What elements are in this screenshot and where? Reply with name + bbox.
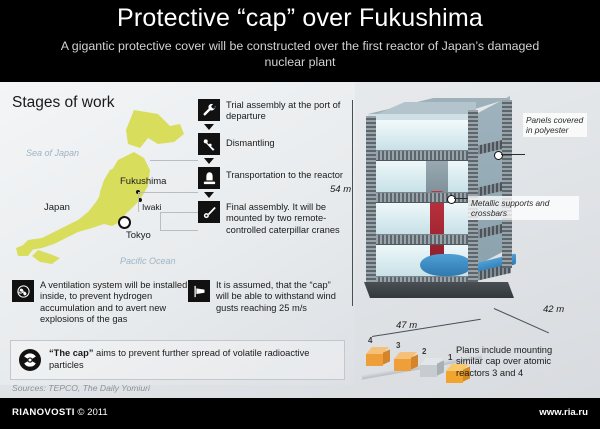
reactor-vessel-top — [426, 158, 448, 194]
map-marker-tokyo — [118, 216, 131, 229]
page-subtitle: A gigantic protective cover will be cons… — [60, 39, 540, 69]
wrench-icon — [198, 99, 220, 121]
callout-line-supports — [454, 198, 468, 199]
support-column-right — [502, 100, 512, 268]
reactor-block-4-side — [383, 349, 390, 365]
connector-line-5 — [160, 230, 198, 231]
floor-panel-1 — [372, 120, 472, 150]
stage-label-2: Dismantling — [226, 138, 275, 148]
brand-label: RIANOVOSTI © 2011 — [12, 407, 108, 418]
crossbar-2 — [366, 192, 478, 203]
ventilation-fan-icon — [12, 280, 34, 302]
reactor-block-4-number: 4 — [368, 336, 373, 345]
callout-line-panels — [501, 154, 525, 155]
reactor-block-2-number: 2 — [422, 347, 427, 356]
support-column-left — [366, 116, 376, 284]
reactor-block-1-number: 1 — [448, 353, 453, 362]
cap-note-text: “The cap” aims to prevent further spread… — [49, 348, 334, 371]
connector-line-1 — [138, 192, 198, 193]
dim-label-depth: 42 m — [543, 304, 565, 315]
transport-icon — [198, 167, 220, 189]
dim-line-width — [371, 318, 481, 337]
connector-line-3 — [160, 212, 198, 213]
radioactive-icon — [19, 349, 41, 371]
cap-note-box: “The cap” aims to prevent further spread… — [10, 340, 345, 380]
stage-arrow-3 — [204, 192, 214, 198]
map-label-pacific-ocean: Pacific Ocean — [120, 256, 176, 266]
reactor-block-1-front — [446, 371, 463, 383]
cap-note-rest: aims to prevent further spread of volati… — [49, 348, 310, 370]
reactor-block-4-front — [366, 354, 383, 366]
reactor-block-3-number: 3 — [396, 341, 401, 350]
stage-label-1: Trial assembly at the port of departure — [226, 100, 341, 122]
reactor-building-3d — [358, 96, 518, 311]
dim-line-height — [352, 100, 353, 306]
sources-line: Sources: TEPCO, The Daily Yomiuri — [12, 383, 150, 393]
crossbar-1 — [366, 150, 478, 161]
callout-panels: Panels covered in polyester — [523, 113, 587, 138]
callout-dot-panels — [494, 151, 503, 160]
map-marker-iwaki — [138, 198, 142, 202]
map-label-japan: Japan — [44, 202, 70, 213]
map-label-tokyo: Tokyo — [126, 230, 151, 241]
brand-name: RIANOVOSTI — [12, 407, 75, 418]
info-label-wind: It is assumed, that the “cap” will be ab… — [216, 280, 336, 313]
cap-note-bold: “The cap” — [49, 348, 94, 358]
map-label-sea-of-japan: Sea of Japan — [26, 148, 80, 158]
japan-map: Sea of Japan Pacific Ocean Japan Fukushi… — [8, 108, 208, 278]
stage-label-3: Transportation to the reactor — [226, 170, 343, 180]
stage-arrow-2 — [204, 158, 214, 164]
info-label-ventilation: A ventilation system will be installed i… — [40, 280, 188, 325]
final-assembly-icon — [198, 201, 220, 223]
reactor-plans-caption: Plans include mounting similar cap over … — [456, 345, 553, 378]
page-title: Protective “cap” over Fukushima — [116, 4, 484, 32]
building-base — [364, 282, 514, 298]
reactor-block-2-front — [420, 365, 437, 377]
floor-panel-3 — [372, 200, 472, 234]
map-label-iwaki: Iwaki — [142, 202, 162, 212]
website-label[interactable]: www.ria.ru — [539, 407, 588, 418]
connector-line-4 — [160, 212, 161, 230]
windsock-icon — [188, 280, 210, 302]
suppression-torus — [420, 254, 472, 276]
stages-heading: Stages of work — [12, 94, 115, 111]
copyright-label: © 2011 — [77, 407, 108, 418]
japan-map-shape — [16, 110, 184, 264]
floor-panel-2 — [372, 158, 472, 192]
callout-dot-supports — [447, 195, 456, 204]
footer-bar: RIANOVOSTI © 2011 www.ria.ru — [0, 398, 600, 429]
stage-arrow-1 — [204, 124, 214, 130]
map-label-fukushima: Fukushima — [120, 176, 167, 187]
stage-label-4: Final assembly. It will be mounted by tw… — [226, 202, 340, 235]
crossbar-3 — [366, 234, 478, 245]
reactor-block-3-front — [394, 359, 411, 371]
dim-label-height: 54 m — [330, 184, 352, 195]
dim-line-depth — [493, 308, 550, 334]
dim-label-width: 47 m — [396, 320, 418, 331]
reactor-block-2-side — [437, 360, 444, 376]
header-bar: Protective “cap” over Fukushima A gigant… — [0, 0, 600, 82]
callout-supports: Metallic supports and crossbars — [468, 196, 579, 221]
reactor-core-column — [430, 191, 444, 263]
connector-line-6 — [150, 160, 198, 161]
dismantling-icon — [198, 133, 220, 155]
connector-line-2 — [138, 192, 139, 212]
